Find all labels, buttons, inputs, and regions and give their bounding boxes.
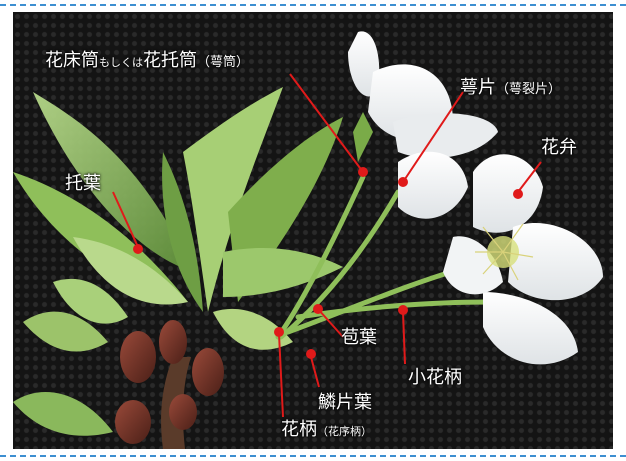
- receptacle-or-text: もしくは: [99, 56, 143, 69]
- peduncle-label: 花柄（花序柄）: [281, 421, 372, 439]
- sepal-text: 萼片: [460, 77, 496, 98]
- bud-scale-label: 鱗片葉: [318, 392, 372, 413]
- peduncle-text: 花柄: [281, 419, 317, 440]
- receptacle-note-text: （萼筒）: [197, 55, 250, 70]
- receptacle-alt-text: 花托筒: [143, 50, 197, 71]
- stipule-label: 托葉: [65, 173, 101, 194]
- photo-illustration: [13, 31, 603, 449]
- sepal-note-text: （萼裂片）: [496, 82, 562, 97]
- top-dashed-border: [0, 4, 626, 6]
- upper-flower: [348, 31, 498, 162]
- receptacle-text: 花床筒: [45, 50, 99, 71]
- lower-flower: [398, 151, 603, 365]
- leaves: [13, 87, 343, 436]
- petal-label: 花弁: [541, 137, 577, 158]
- bottom-dashed-border: [0, 455, 626, 457]
- pointers: [112, 73, 542, 418]
- bract-label: 苞葉: [341, 327, 377, 348]
- cherry-blossom-photo: 花床筒もしくは花托筒（萼筒） 萼片（萼裂片） 花弁 托葉 苞葉 小花柄 鱗片葉 …: [13, 12, 613, 449]
- buds: [115, 320, 224, 444]
- sepal-label: 萼片（萼裂片）: [460, 79, 561, 97]
- pedicel-label: 小花柄: [408, 367, 462, 388]
- peduncle-note-text: （花序柄）: [317, 425, 372, 438]
- receptacle-label: 花床筒もしくは花托筒（萼筒）: [45, 52, 249, 70]
